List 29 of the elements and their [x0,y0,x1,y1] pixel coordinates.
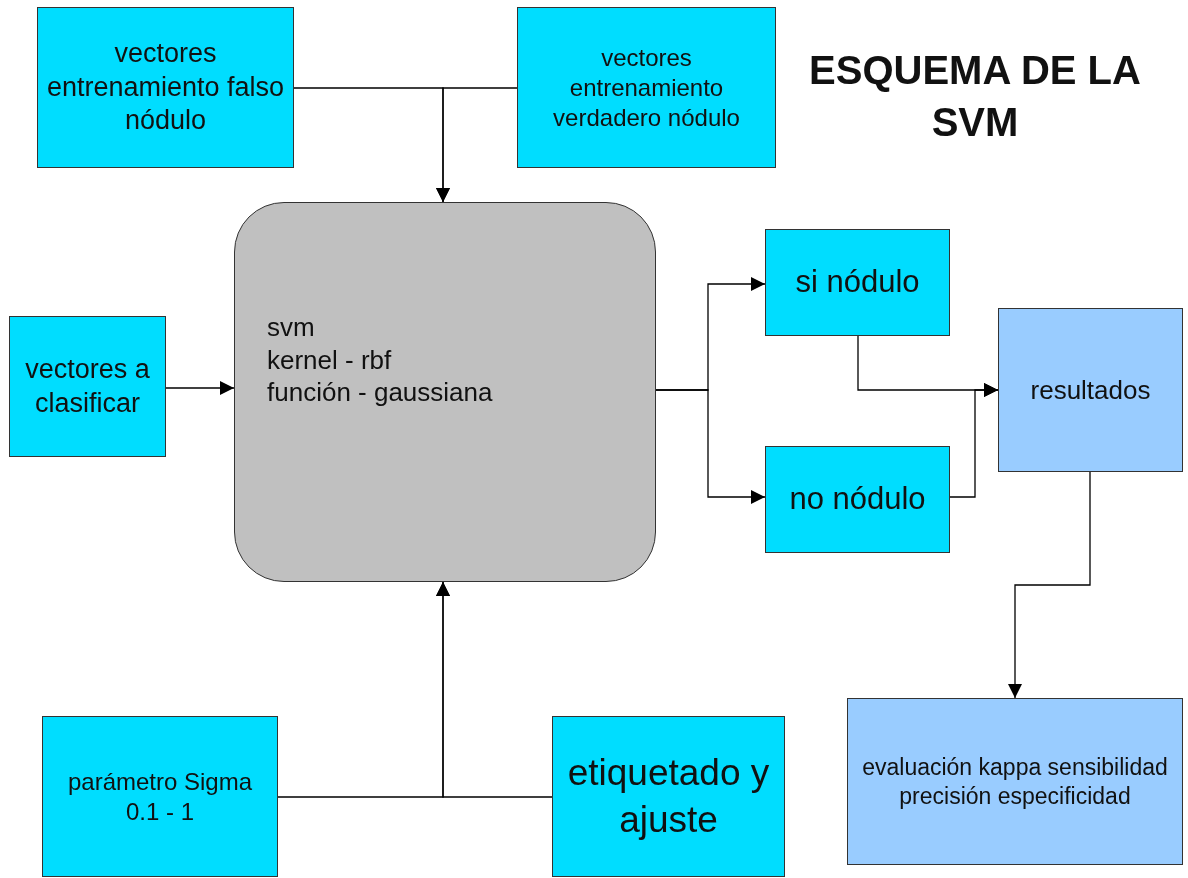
node-label: parámetro Sigma 0.1 - 1 [66,766,254,827]
arrow [436,581,553,798]
arrow [436,87,518,203]
process-box [517,7,776,168]
process-box [998,308,1183,472]
process-box [552,716,785,877]
rounded-process-box [234,202,656,582]
arrow [655,389,766,504]
node-label: etiquetado y ajuste [566,751,771,842]
process-box [42,716,278,877]
arrow [165,381,235,395]
node-label: si nódulo [795,263,920,302]
process-box [765,446,950,553]
arrow [1008,471,1091,699]
node-label: función - gaussiana [267,376,493,409]
node-label: svm [267,311,315,344]
node-label: vectores a clasificar [24,352,151,420]
node-label: no nódulo [789,480,926,519]
node-label: kernel - rbf [267,343,392,376]
process-box [847,698,1183,865]
diagram-title: ESQUEMA DE LA SVM [808,47,1142,146]
node-label: vectores entrenamiento verdadero nódulo [552,42,741,133]
process-box [765,229,950,336]
process-box [9,316,166,457]
node-label: evaluación kappa sensibilidad precisión especificidad [861,752,1169,811]
process-box [37,7,294,168]
arrow [949,383,999,498]
node-label: resultados [1030,373,1151,407]
node-label: vectores entrenamiento falso nódulo [45,36,286,138]
